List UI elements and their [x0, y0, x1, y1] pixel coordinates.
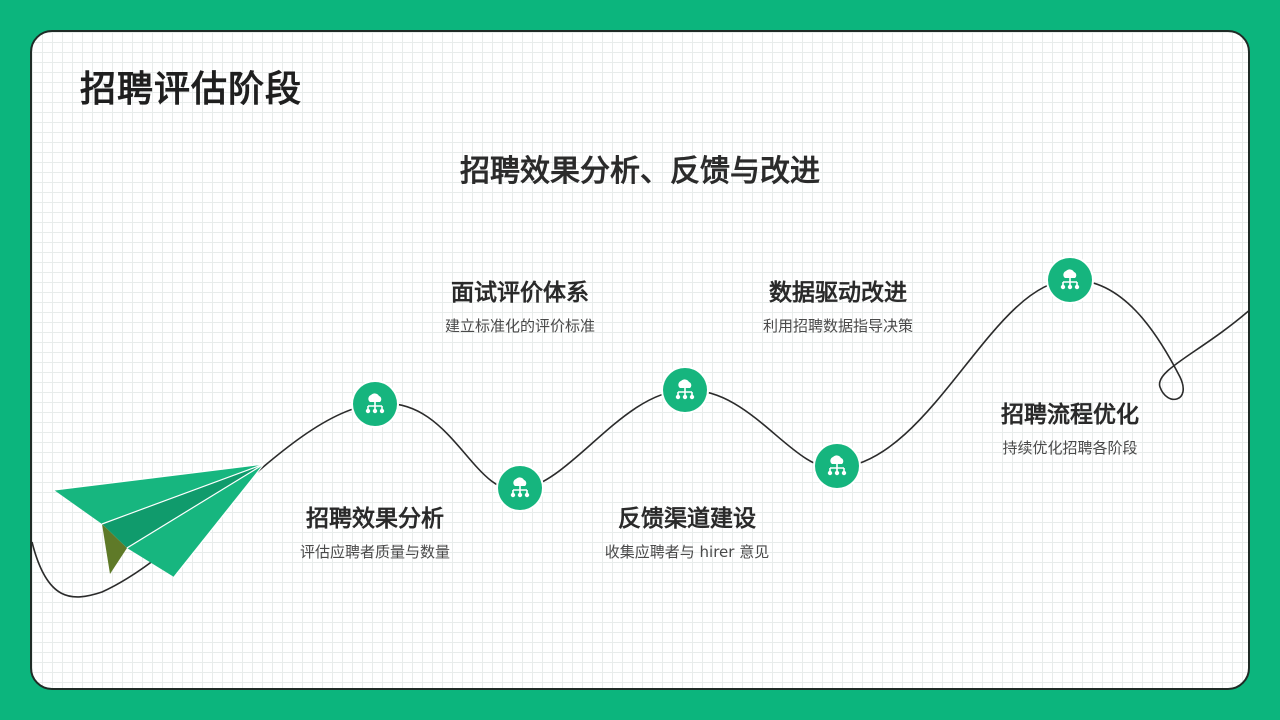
step-description: 收集应聘者与 hirer 意见	[604, 543, 770, 561]
org-chart-icon	[827, 455, 847, 476]
step-label-2: 面试评价体系 建立标准化的评价标准	[390, 278, 650, 336]
step-title: 面试评价体系	[451, 280, 589, 306]
step-node-2[interactable]	[498, 466, 542, 510]
step-label-5: 招聘流程优化 持续优化招聘各阶段	[940, 400, 1200, 458]
step-description: 评估应聘者质量与数量	[299, 543, 450, 561]
step-description: 持续优化招聘各阶段	[1002, 439, 1138, 457]
org-chart-icon	[675, 379, 695, 400]
step-label-3: 反馈渠道建设 收集应聘者与 hirer 意见	[557, 504, 817, 562]
step-description: 利用招聘数据指导决策	[762, 317, 913, 335]
step-node-5[interactable]	[1048, 258, 1092, 302]
step-node-3[interactable]	[663, 368, 707, 412]
page-subtitle: 招聘效果分析、反馈与改进	[460, 154, 820, 189]
step-title: 数据驱动改进	[769, 280, 907, 306]
timeline-canvas	[32, 279, 1248, 598]
paper-plane-icon	[53, 463, 266, 578]
org-chart-icon	[1060, 269, 1080, 290]
step-title: 招聘效果分析	[306, 506, 444, 532]
step-label-1: 招聘效果分析 评估应聘者质量与数量	[245, 504, 505, 562]
org-chart-icon	[510, 477, 530, 498]
step-description: 建立标准化的评价标准	[444, 317, 595, 335]
slide-card: 招聘评估阶段 招聘效果分析、反馈与改进	[30, 30, 1250, 690]
step-node-4[interactable]	[815, 444, 859, 488]
page-title: 招聘评估阶段	[80, 69, 303, 110]
org-chart-icon	[365, 393, 385, 414]
step-node-1[interactable]	[353, 382, 397, 426]
step-label-4: 数据驱动改进 利用招聘数据指导决策	[708, 278, 968, 336]
step-title: 反馈渠道建设	[618, 506, 756, 532]
step-title: 招聘流程优化	[1001, 402, 1139, 428]
